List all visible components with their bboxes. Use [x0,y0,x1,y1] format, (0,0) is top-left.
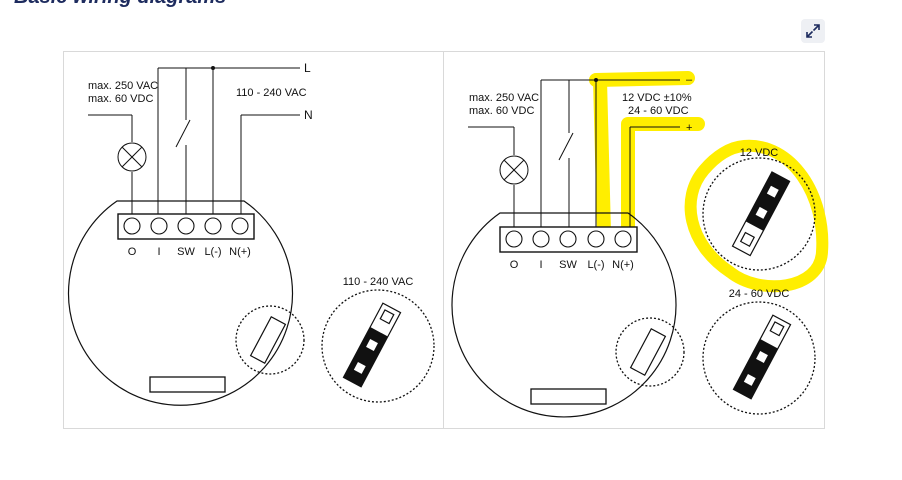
expand-button[interactable] [801,19,825,43]
right-jumper-zoom-circle [615,317,685,387]
right-jumper-slot [629,328,667,376]
right-terminal-label-o: O [510,259,519,271]
jumper-12vdc-callout-circle [702,157,816,271]
right-junction-dot [594,78,598,82]
jumper-12vdc-label: 12 VDC [740,147,779,159]
right-supply-dc1: 12 VDC ±10% [622,92,692,104]
right-terminal-label-l: L(-) [587,259,604,271]
left-supply-label: 110 - 240 VAC [236,87,307,99]
right-lamp-icon [499,155,529,185]
left-jumper-slot [249,316,287,364]
highlight-minus-drop [593,73,611,239]
panel-divider [443,51,444,429]
left-terminal-label-i: I [157,246,160,258]
right-plus-label: + [686,122,692,134]
left-terminal-label-o: O [128,246,137,258]
right-wires [468,79,680,228]
left-label-slot [149,376,226,393]
right-panel: O I SW L(-) N(+) max. 250 VAC max. 60 VD… [451,71,829,418]
left-lamp-icon [117,142,147,172]
expand-arrows-icon [806,24,820,38]
left-jumper-icon [342,302,402,388]
left-jumper-callout-circle [321,289,435,403]
jumper-24vdc-label: 24 - 60 VDC [729,288,790,300]
left-jumper-zoom-circle [235,305,305,375]
left-rating-line1: max. 250 VAC [88,80,158,92]
left-junction-dot [211,66,215,70]
right-terminal-label-i: I [539,259,542,271]
left-terminal-label-n: N(+) [229,246,251,258]
highlight-circle [684,139,829,293]
right-rating-line1: max. 250 VAC [469,92,539,104]
right-device-outline [451,212,677,418]
jumper-24vdc-callout-circle [702,301,816,415]
left-line-label: L [304,61,311,75]
right-terminal-label-sw: SW [559,259,577,271]
left-jumper-label: 110 - 240 VAC [343,276,414,288]
left-panel: O I SW L(-) N(+) max. 250 VAC max. 60 VD… [67,61,435,406]
left-terminal-label-l: L(-) [204,246,221,258]
left-wires [88,67,300,215]
page-heading: Basic wiring diagrams [14,0,226,8]
right-rating-line2: max. 60 VDC [469,105,534,117]
jumper-24vdc-icon [732,314,792,400]
right-label-slot [530,388,607,405]
left-device-outline [67,200,294,406]
left-neutral-label: N [304,108,313,122]
right-terminal-label-n: N(+) [612,259,634,271]
right-terminal-screws [505,230,632,248]
left-terminal-screws [123,217,249,235]
left-terminal-label-sw: SW [177,246,195,258]
left-rating-line2: max. 60 VDC [88,93,153,105]
jumper-12vdc-icon [731,171,791,257]
right-supply-dc2: 24 - 60 VDC [628,105,689,117]
right-minus-label: – [686,74,693,86]
